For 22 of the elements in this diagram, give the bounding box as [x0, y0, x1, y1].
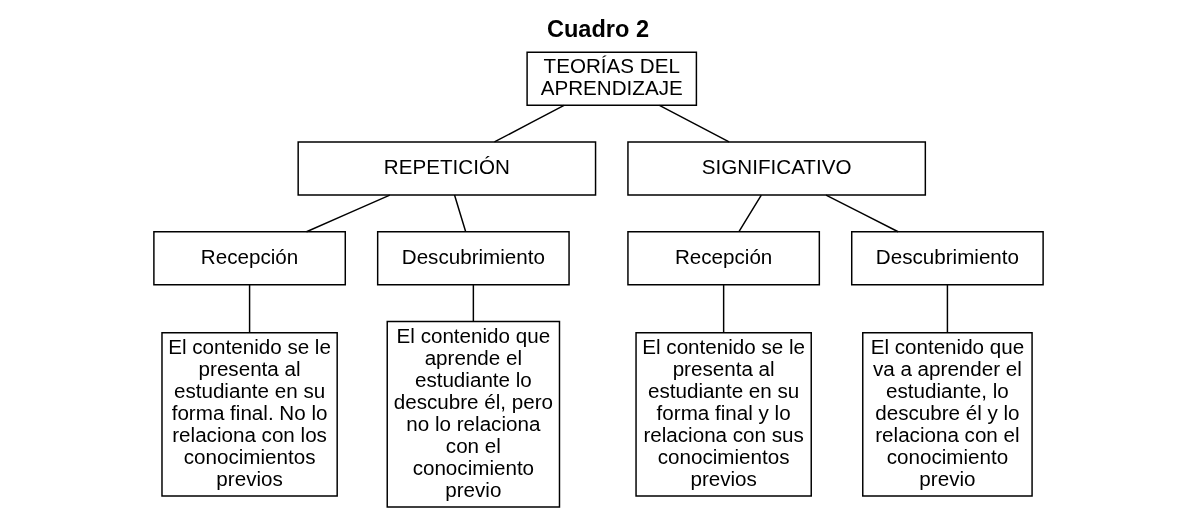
node-box: Descubrimiento — [376, 231, 570, 286]
connector — [305, 194, 391, 233]
connector — [493, 104, 565, 143]
connector — [472, 284, 474, 323]
node-box: El contenido que aprende el estudiante lo descubre él, pero no lo relaciona con el conocimiento previo — [386, 320, 560, 508]
node-box: Descubrimiento — [850, 231, 1044, 286]
node-box: REPETICIÓN — [296, 141, 596, 196]
connector — [737, 194, 762, 233]
connector — [824, 194, 899, 233]
node-box: El contenido se le presenta al estudiante en su forma final y lo relaciona con sus conocimientos previos — [634, 331, 812, 497]
node-box: El contenido que va a aprender el estudiante, lo descubre él y lo relaciona con el conocimiento previo — [861, 331, 1033, 497]
node-box: Recepción — [152, 231, 346, 286]
connector — [946, 284, 948, 334]
diagram-title: Cuadro 2 — [546, 16, 649, 43]
node-box: SIGNIFICATIVO — [626, 141, 926, 196]
connector — [722, 284, 724, 334]
connector — [248, 284, 250, 334]
connector — [453, 194, 466, 233]
node-box: El contenido se le presenta al estudiante en su forma final. No lo relaciona con los conocimientos previos — [160, 331, 338, 497]
node-box: Recepción — [626, 231, 820, 286]
connector — [658, 104, 730, 143]
node-box: TEORÍAS DEL APRENDIZAJE — [525, 51, 697, 106]
